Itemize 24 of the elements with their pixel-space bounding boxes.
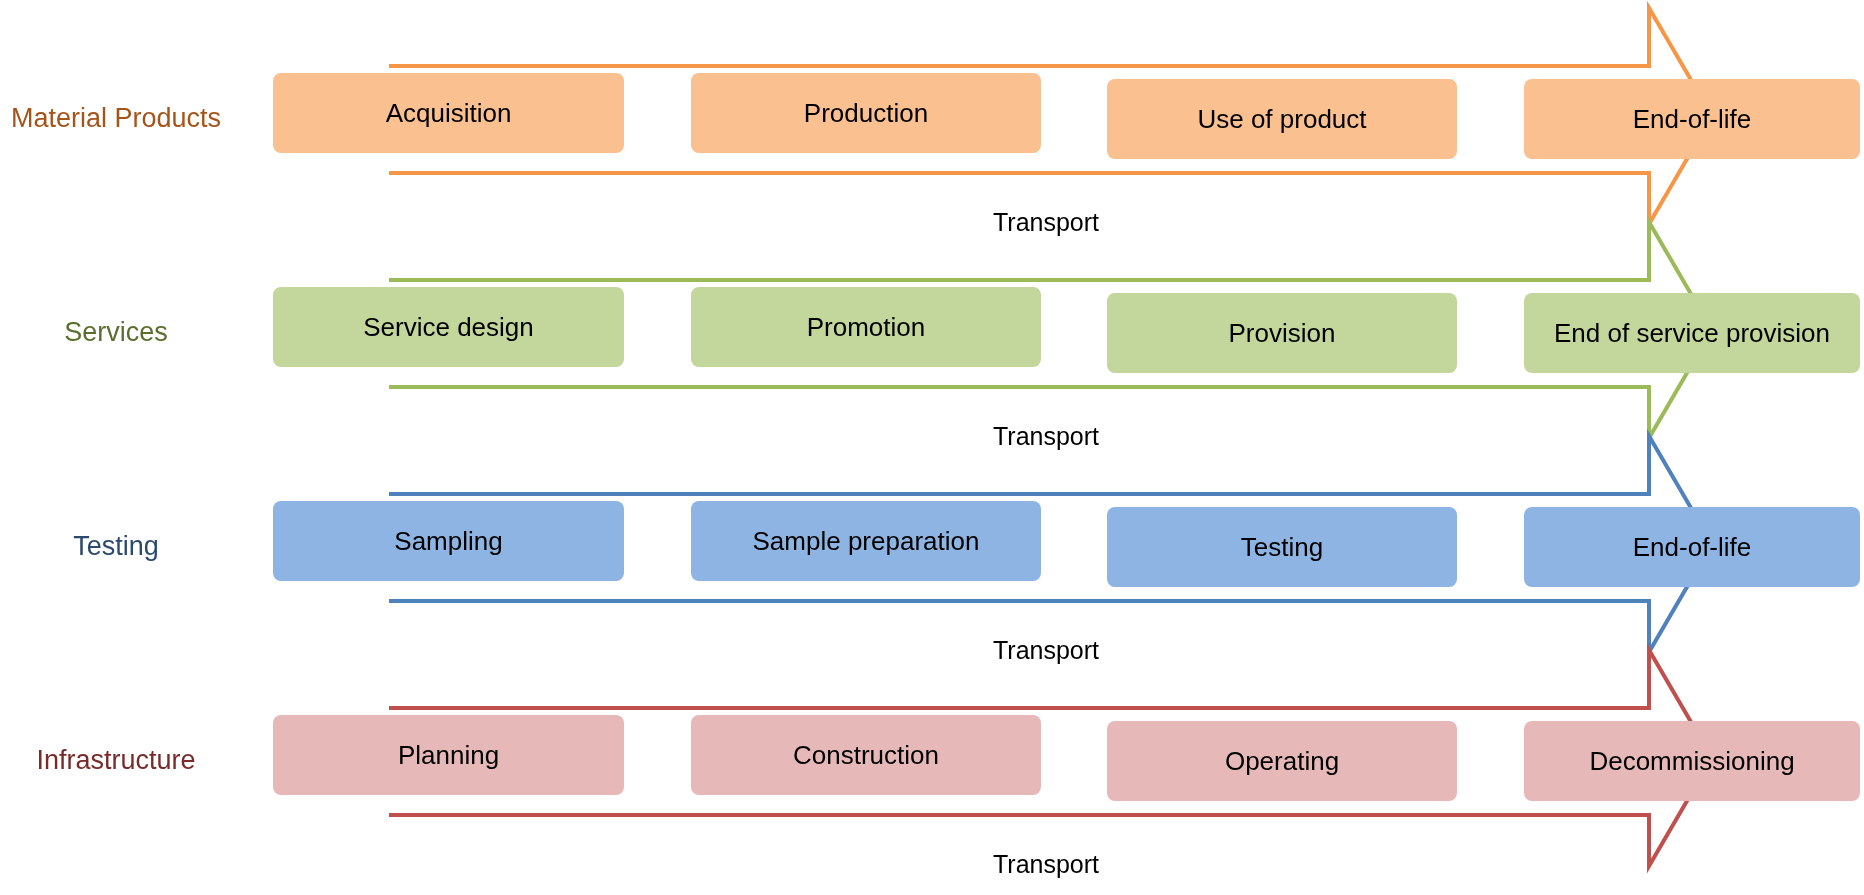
stage-box: End-of-life <box>1524 507 1860 587</box>
stage-box: Provision <box>1107 293 1457 373</box>
row-label: Services <box>64 316 168 348</box>
stage-box: Use of product <box>1107 79 1457 159</box>
stage-box: Promotion <box>691 287 1041 367</box>
stage-box: Service design <box>273 287 624 367</box>
transport-label: Transport <box>992 422 1100 450</box>
stage-box: Sampling <box>273 501 624 581</box>
stage-box: Construction <box>691 715 1041 795</box>
stage-box: Production <box>691 73 1041 153</box>
transport-label: Transport <box>992 850 1100 878</box>
stage-box: End of service provision <box>1524 293 1860 373</box>
stage-box: Planning <box>273 715 624 795</box>
stage-box: End-of-life <box>1524 79 1860 159</box>
row-label: Material Products <box>10 102 222 134</box>
stage-box: Sample preparation <box>691 501 1041 581</box>
transport-label: Transport <box>992 636 1100 664</box>
row-label: Infrastructure <box>36 744 196 776</box>
stage-box: Decommissioning <box>1524 721 1860 801</box>
stage-box: Testing <box>1107 507 1457 587</box>
row-label: Testing <box>73 530 159 562</box>
stage-box: Operating <box>1107 721 1457 801</box>
transport-label: Transport <box>992 208 1100 236</box>
stage-box: Acquisition <box>273 73 624 153</box>
